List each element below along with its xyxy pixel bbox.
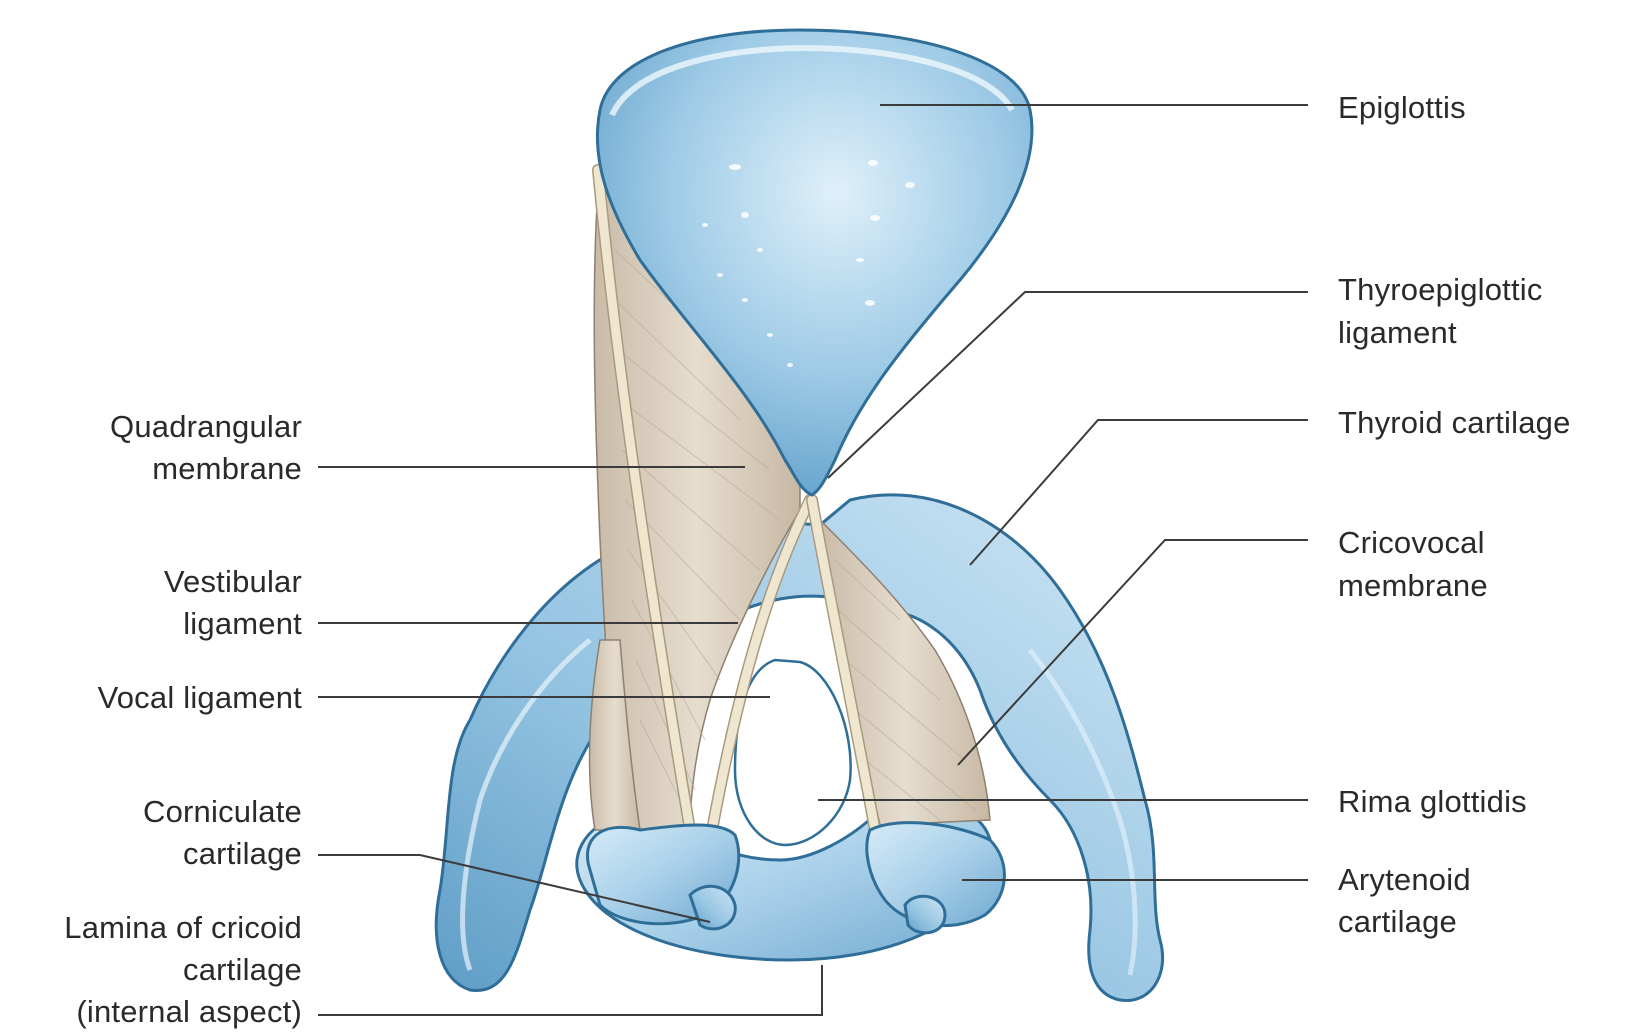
label-rima-glottidis: Rima glottidis (1338, 784, 1527, 819)
label-cricovocal-line1: Cricovocal (1338, 525, 1485, 560)
label-thyroid-cartilage: Thyroid cartilage (1338, 405, 1571, 440)
rima-glottidis-shape (735, 660, 851, 845)
label-vestibular-line1: Vestibular (164, 564, 302, 599)
label-corniculate-line1: Corniculate (143, 794, 302, 829)
label-corniculate-line2: cartilage (183, 836, 302, 871)
label-vocal-ligament: Vocal ligament (98, 680, 303, 715)
leader-lamina (318, 965, 822, 1015)
label-lamina-line1: Lamina of cricoid (64, 910, 302, 945)
left-labels: Quadrangular membrane Vestibular ligamen… (64, 409, 302, 1029)
label-epiglottis: Epiglottis (1338, 90, 1466, 125)
label-quadrangular-line1: Quadrangular (110, 409, 302, 444)
label-lamina-line2: cartilage (183, 952, 302, 987)
label-cricovocal-line2: membrane (1338, 568, 1488, 603)
label-lamina-line3: (internal aspect) (76, 994, 302, 1029)
label-thyroepiglottic-line1: Thyroepiglottic (1338, 272, 1543, 307)
label-arytenoid-line2: cartilage (1338, 904, 1457, 939)
leader-thyroid (970, 420, 1308, 565)
corniculate-right-shape (905, 896, 945, 933)
label-quadrangular-line2: membrane (152, 451, 302, 486)
arytenoid-left-shape (587, 825, 738, 929)
right-labels: Epiglottis Thyroepiglottic ligament Thyr… (1338, 90, 1571, 939)
label-arytenoid-line1: Arytenoid (1338, 862, 1471, 897)
label-thyroepiglottic-line2: ligament (1338, 315, 1457, 350)
label-vestibular-line2: ligament (183, 606, 302, 641)
